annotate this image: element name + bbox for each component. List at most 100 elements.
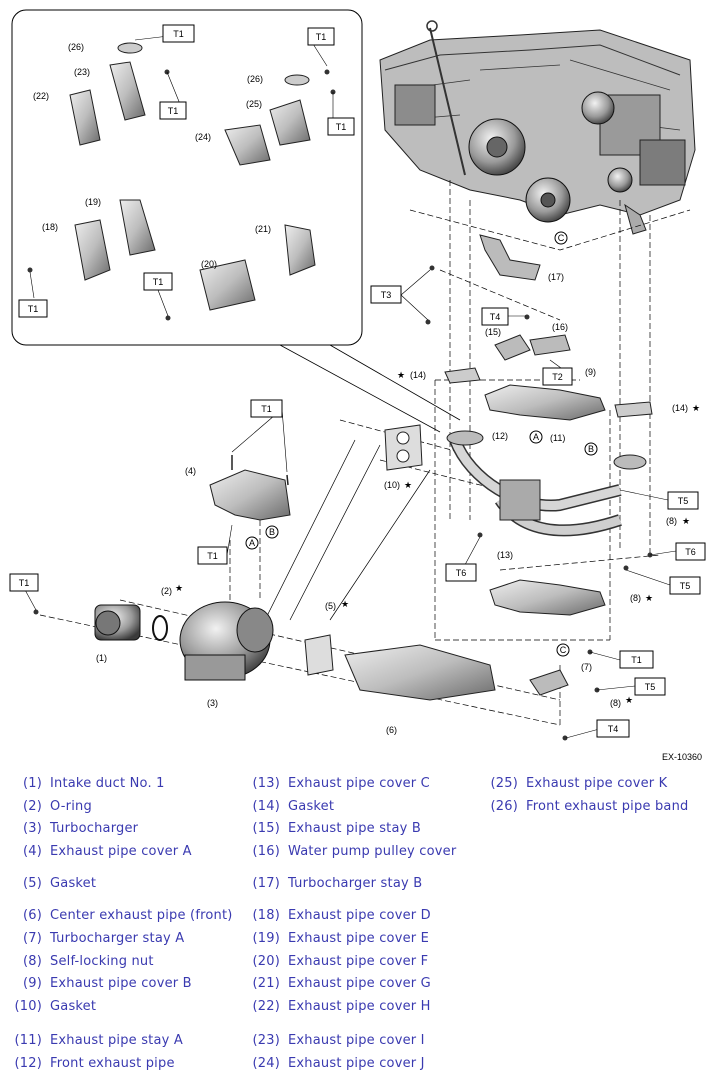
inset-pointer	[279, 344, 461, 433]
marker-a: A	[245, 536, 259, 550]
svg-text:C: C	[558, 233, 565, 243]
turbocharger	[179, 601, 274, 681]
t-label: T1	[159, 101, 187, 120]
legend-number: (5)	[22, 876, 42, 891]
inset-panel	[11, 9, 363, 346]
svg-text:T6: T6	[456, 568, 467, 578]
t-label: T4	[481, 307, 509, 326]
legend-label: Gasket	[50, 876, 97, 891]
legend-item: (2)O-ring	[10, 799, 92, 814]
legend-number: (6)	[22, 908, 42, 923]
t-label-boxes: T1 T1 T1 T1 T1 T1 T1 T1 T1 T3 T4 T2 T5 T…	[9, 24, 706, 738]
legend-number: (12)	[14, 1056, 42, 1071]
part-callouts: (26) (23) (22) (26) (25) (24) (19) (18) …	[33, 42, 700, 735]
legend-label: Center exhaust pipe (front)	[50, 908, 233, 923]
legend-item: (1)Intake duct No. 1	[10, 776, 165, 791]
legend-item: (7)Turbocharger stay A	[10, 931, 184, 946]
stay-b-shape	[494, 334, 531, 361]
t-label: T5	[669, 576, 701, 595]
legend-item: (11)Exhaust pipe stay A	[10, 1033, 183, 1048]
intake-duct	[94, 604, 141, 641]
svg-text:T5: T5	[680, 581, 691, 591]
marker-b: B	[265, 525, 279, 539]
t-label: T1	[197, 546, 228, 565]
legend-item: (26)Front exhaust pipe band	[486, 799, 689, 814]
legend-item: (18)Exhaust pipe cover D	[248, 908, 431, 923]
legend-label: Water pump pulley cover	[288, 844, 457, 859]
legend-number: (16)	[252, 844, 280, 859]
legend-label: Exhaust pipe cover C	[288, 776, 430, 791]
legend-label: Gasket	[50, 999, 97, 1014]
t-label: T1	[619, 650, 654, 669]
svg-text:T5: T5	[645, 682, 656, 692]
svg-text:T1: T1	[28, 304, 39, 314]
legend-label: Exhaust pipe cover B	[50, 976, 192, 991]
callout-22: (22)	[33, 91, 49, 101]
legend-label: Exhaust pipe cover K	[526, 776, 668, 791]
t-label: T5	[667, 491, 699, 510]
legend-item: (4)Exhaust pipe cover A	[10, 844, 192, 859]
t-label: T1	[143, 272, 173, 291]
legend-item: (25) Exhaust pipe cover K	[486, 776, 668, 791]
star-mark: ★	[692, 403, 700, 413]
legend-number: (21)	[252, 976, 280, 991]
legend-label: Exhaust pipe cover J	[288, 1056, 425, 1071]
callout-23: (23)	[74, 67, 90, 77]
callout-5: (5)	[325, 601, 336, 611]
legend-number: (3)	[22, 821, 42, 836]
legend-item: (21) Exhaust pipe cover G	[248, 976, 431, 991]
cover-a-shape	[209, 469, 291, 521]
gasket-14-left	[444, 367, 481, 384]
gasket-14-right	[614, 401, 653, 418]
t-label: T5	[634, 677, 666, 696]
legend-number: (22)	[252, 999, 280, 1014]
t-label: T1	[162, 24, 195, 43]
svg-text:T1: T1	[631, 655, 642, 665]
svg-text:A: A	[249, 538, 255, 548]
svg-text:C: C	[560, 645, 567, 655]
gasket-10	[384, 424, 423, 471]
legend-item: (24) Exhaust pipe cover J	[248, 1056, 425, 1071]
svg-text:T1: T1	[168, 106, 179, 116]
legend-label: Front exhaust pipe	[50, 1056, 175, 1071]
pulley-cover-shape	[529, 334, 571, 356]
legend-number: (24)	[252, 1056, 280, 1071]
callout-24: (24)	[195, 132, 211, 142]
callout-16: (16)	[552, 322, 568, 332]
svg-text:T1: T1	[19, 578, 30, 588]
t-label: T1	[9, 573, 39, 592]
star-mark: ★	[645, 593, 653, 603]
legend-item: (8)Self-locking nut	[10, 954, 154, 969]
legend-item: (12) Front exhaust pipe	[10, 1056, 175, 1071]
legend-item: (9)Exhaust pipe cover B	[10, 976, 192, 991]
legend-number: (7)	[22, 931, 42, 946]
callout-14: (14)	[672, 403, 688, 413]
legend-label: Exhaust pipe cover F	[288, 954, 429, 969]
callout-10: (10)	[384, 480, 400, 490]
frame-lines	[264, 439, 431, 621]
t-label: T1	[327, 117, 355, 136]
legend-label: Exhaust pipe stay A	[50, 1033, 183, 1048]
legend-label: Exhaust pipe cover G	[288, 976, 431, 991]
center-exhaust-pipe	[344, 644, 496, 701]
marker-c: C	[556, 643, 570, 657]
engine-block	[379, 20, 696, 235]
t-label: T6	[675, 542, 706, 561]
legend-label: Exhaust pipe stay B	[288, 821, 421, 836]
turbo-stay-a	[529, 669, 569, 696]
svg-text:A: A	[533, 432, 539, 442]
callout-3: (3)	[207, 698, 218, 708]
legend-number: (20)	[252, 954, 280, 969]
legend-item: (17)Turbocharger stay B	[248, 876, 423, 891]
legend-label: Front exhaust pipe band	[526, 799, 689, 814]
cover-b-shape	[484, 384, 606, 421]
legend-label: Intake duct No. 1	[50, 776, 165, 791]
t-label: T3	[370, 285, 402, 304]
callout-4: (4)	[185, 466, 196, 476]
callout-17: (17)	[548, 272, 564, 282]
t-label: T1	[18, 299, 48, 318]
legend-number: (25)	[490, 776, 518, 791]
callout-6: (6)	[386, 725, 397, 735]
legend-label: Exhaust pipe cover E	[288, 931, 430, 946]
callout-21: (21)	[255, 224, 271, 234]
